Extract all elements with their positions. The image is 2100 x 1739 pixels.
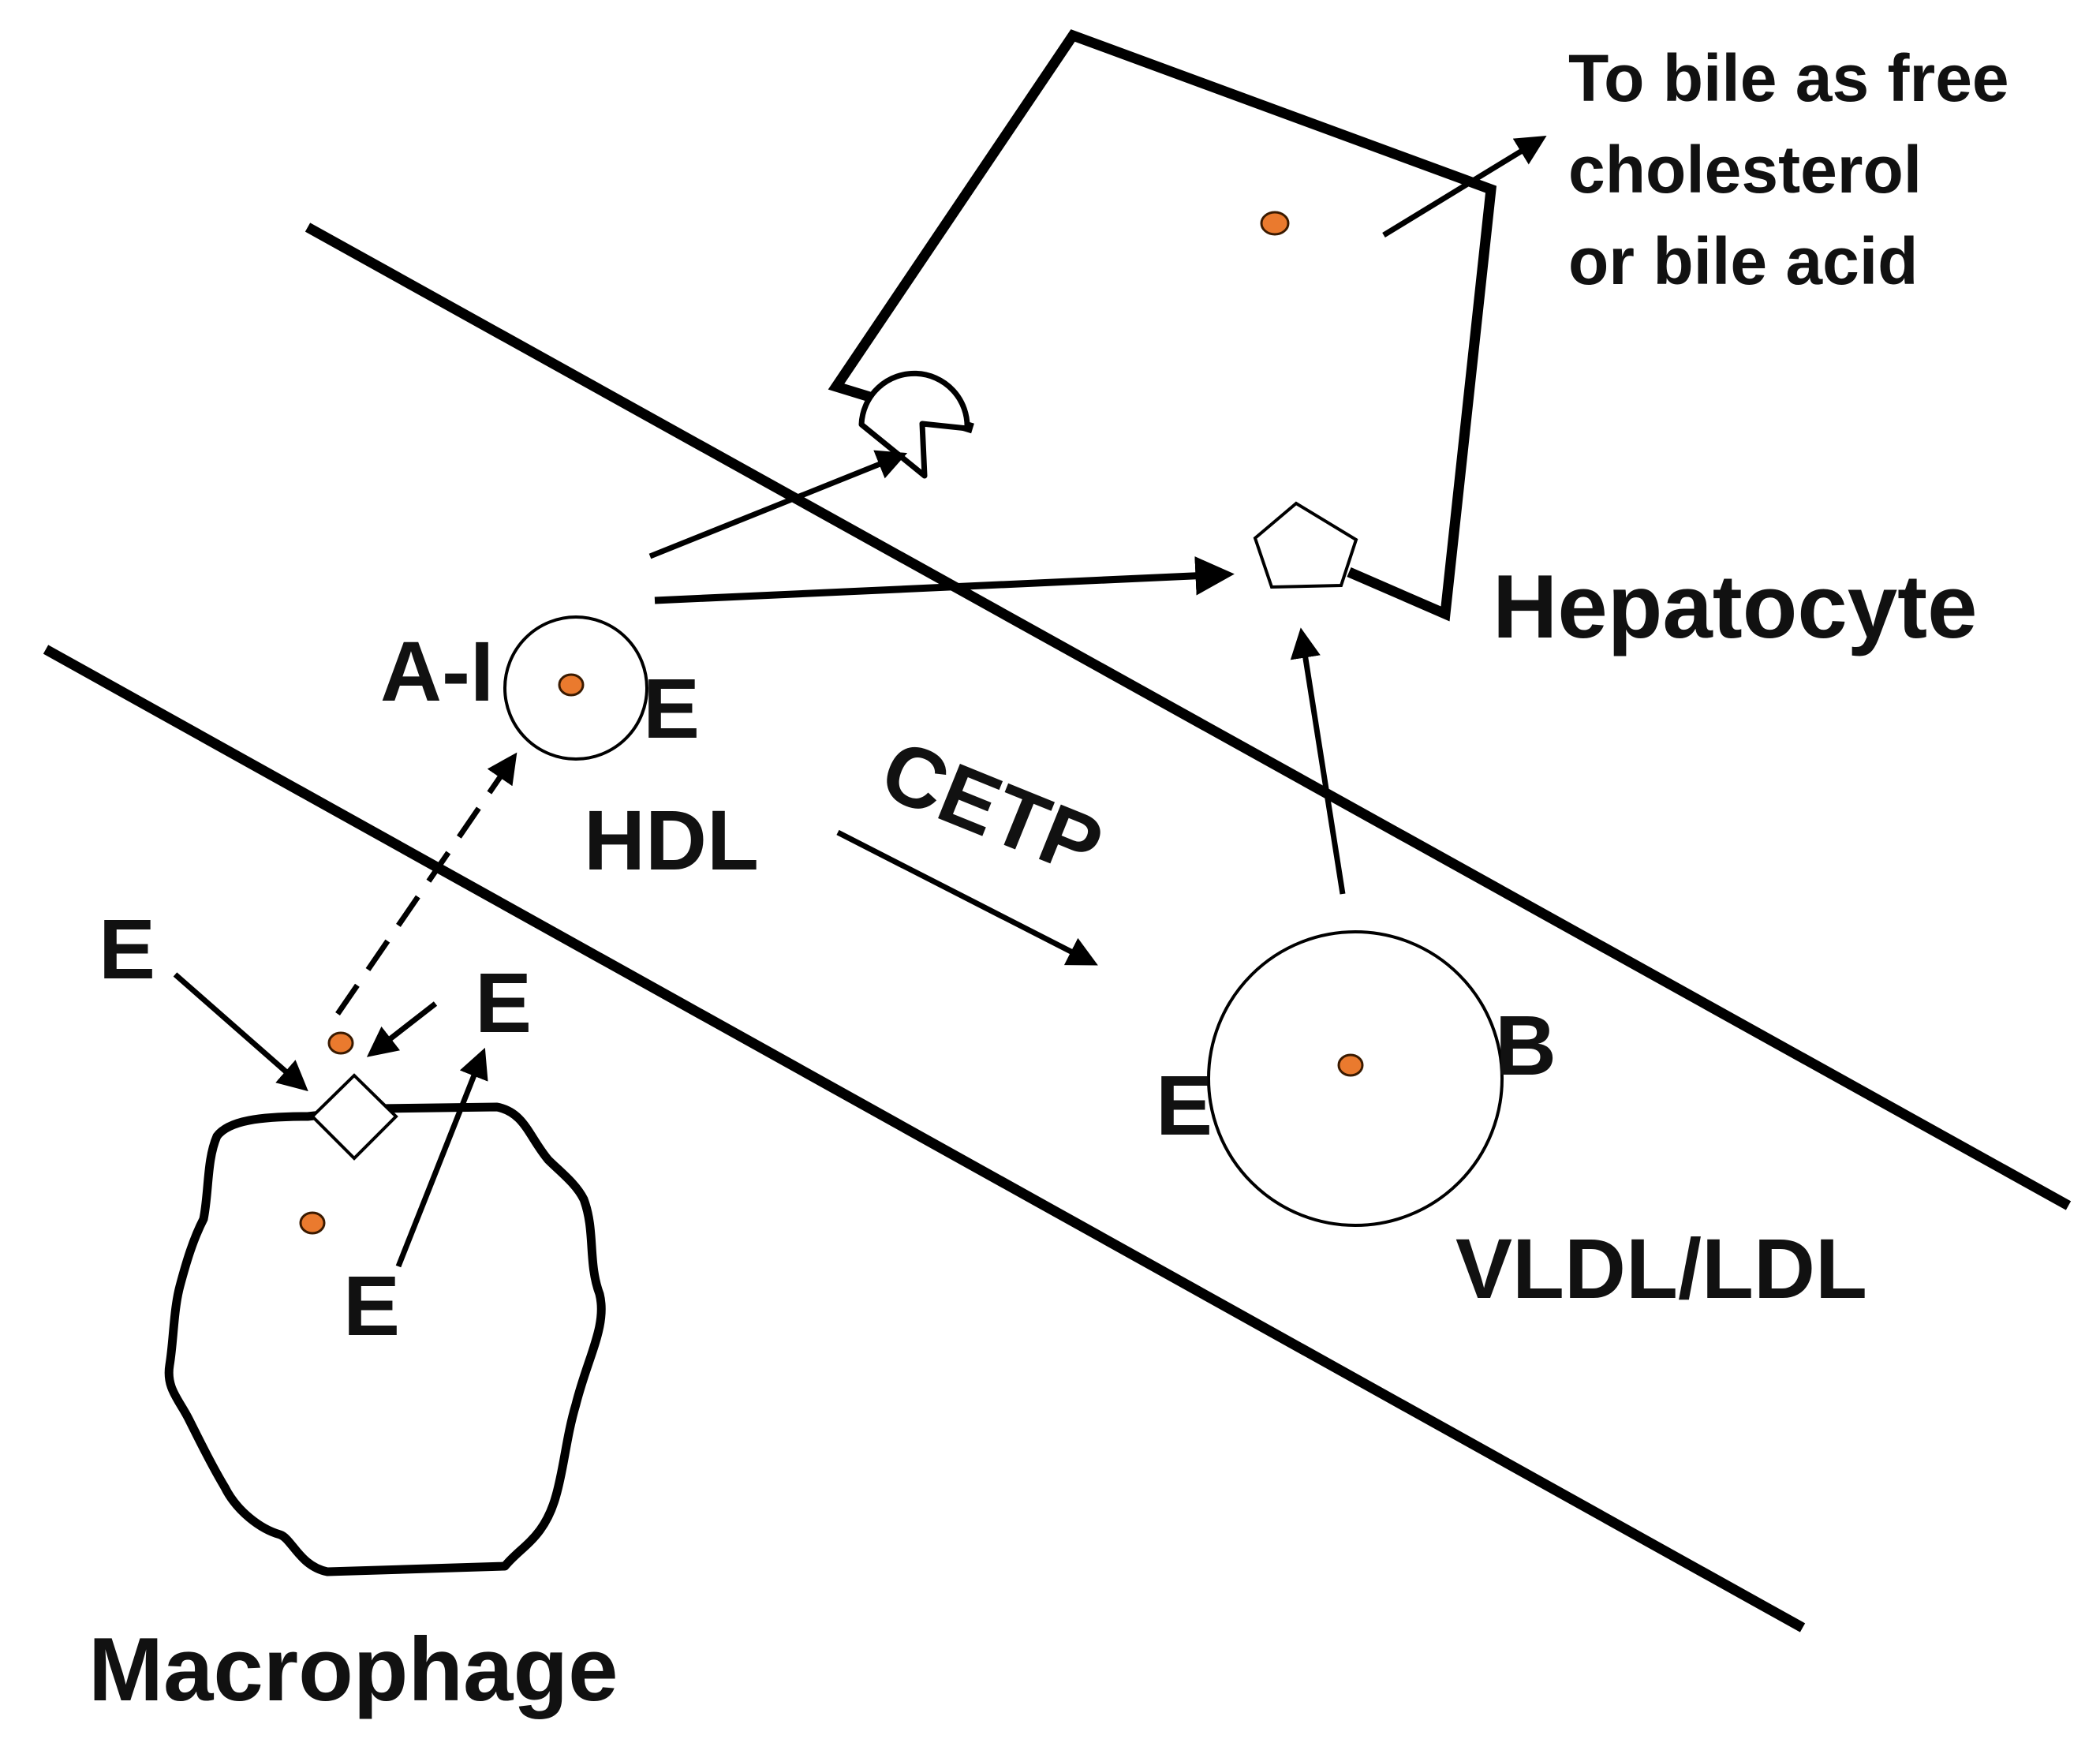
- hepatocyte-cholesterol-dot: [1260, 211, 1290, 236]
- arrow-e-to-efflux: [366, 1001, 438, 1057]
- vldl-ldl-label: VLDL/LDL: [1455, 1221, 1867, 1316]
- macrophage-label: Macrophage: [88, 1620, 618, 1720]
- vldl-ldl-particle: [1207, 930, 1504, 1227]
- hdl-apo-e-label: E: [643, 660, 700, 756]
- diamond-transporter-icon: [310, 1073, 398, 1161]
- vldl-apo-e-label: E: [1156, 1057, 1213, 1153]
- macrophage-cholesterol-dot: [299, 1211, 326, 1235]
- hepatocyte-cell: [828, 29, 1497, 622]
- bile-label-line-1: To bile as free: [1568, 41, 2009, 115]
- arrow-e-secreted: [395, 1047, 488, 1268]
- hdl-label: HDL: [584, 792, 759, 888]
- vldl-cholesterol-dot: [1337, 1053, 1364, 1077]
- vessel-wall-lower: [43, 645, 1806, 1632]
- hepatocyte-label: Hepatocyte: [1493, 557, 1978, 657]
- arrow-hdl-to-ldl-receptor: [654, 556, 1235, 604]
- arrow-e-to-transporter: [173, 972, 308, 1092]
- bile-label-line-2: cholesterol: [1568, 133, 1922, 207]
- apo-e-label-inside: E: [343, 1258, 400, 1353]
- efflux-cholesterol-dot: [327, 1031, 354, 1055]
- pacman-receptor-icon: [858, 370, 970, 479]
- vldl-apo-b-label: B: [1495, 997, 1556, 1093]
- hdl-apo-ai-label: A-I: [380, 623, 494, 719]
- apo-e-label-upper-left: E: [99, 901, 155, 997]
- hdl-cholesterol-dot: [558, 673, 585, 697]
- macrophage-cell: [164, 1102, 606, 1576]
- arrow-vldl-to-ldl-receptor: [1290, 627, 1346, 895]
- arrow-cetp-transfer: [836, 829, 1098, 966]
- arrow-hdl-to-sr-b1: [648, 450, 908, 559]
- apo-e-label-upper-right: E: [475, 955, 532, 1050]
- bile-label-line-3: or bile acid: [1568, 224, 1918, 298]
- pentagon-receptor-icon: [1253, 501, 1358, 589]
- arrow-to-bile: [1382, 135, 1547, 237]
- vessel-wall-upper: [305, 223, 2072, 1210]
